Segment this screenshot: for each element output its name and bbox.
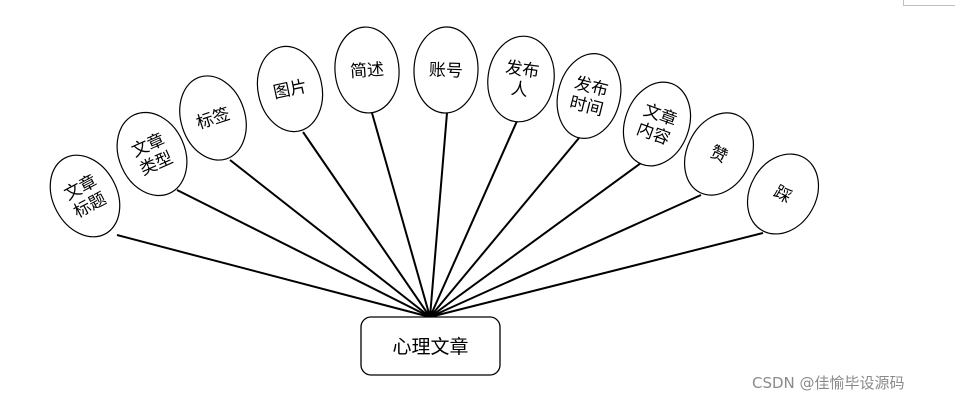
connector-line xyxy=(429,232,764,318)
entity-box: 心理文章 xyxy=(360,316,501,376)
watermark: CSDN @佳愉毕设源码 xyxy=(752,374,905,392)
attribute-ellipse xyxy=(622,81,692,167)
connector-line xyxy=(371,112,431,318)
attribute-ellipse xyxy=(116,111,188,197)
entity-rect xyxy=(360,316,501,376)
attribute-ellipse xyxy=(49,154,121,238)
attribute-node: 踩 xyxy=(746,153,820,235)
attribute-label: 简述 xyxy=(349,60,384,82)
attribute-node: 发布人 xyxy=(487,35,555,123)
entity-label: 心理文章 xyxy=(392,336,468,358)
attribute-ellipse xyxy=(556,53,622,139)
attribute-node: 标签 xyxy=(179,75,247,161)
connector-line xyxy=(116,234,431,318)
connector-line xyxy=(429,120,518,318)
attribute-ellipse xyxy=(256,45,324,133)
attribute-ellipse xyxy=(746,153,820,235)
connector-line xyxy=(429,137,580,318)
attribute-label: 账号 xyxy=(429,60,464,81)
connector-line xyxy=(429,194,702,318)
attribute-ellipse xyxy=(487,35,555,123)
connector-lines xyxy=(116,112,764,318)
corner-frame-mark xyxy=(903,0,955,6)
connector-line xyxy=(176,189,431,318)
attribute-node: 账号 xyxy=(413,26,479,114)
connector-line xyxy=(229,159,431,318)
attribute-ellipses: 文章标题文章类型标签图片简述账号发布人发布时间文章内容赞踩 xyxy=(49,26,820,238)
attribute-ellipse xyxy=(179,75,247,161)
attribute-node: 图片 xyxy=(256,45,324,133)
attribute-node: 简述 xyxy=(334,26,400,114)
attribute-ellipse xyxy=(413,26,479,114)
connector-line xyxy=(302,131,431,318)
attribute-label: 人 xyxy=(510,79,530,101)
connector-line xyxy=(429,112,448,318)
connector-line xyxy=(429,162,642,318)
attribute-label: 发布 xyxy=(504,58,540,83)
